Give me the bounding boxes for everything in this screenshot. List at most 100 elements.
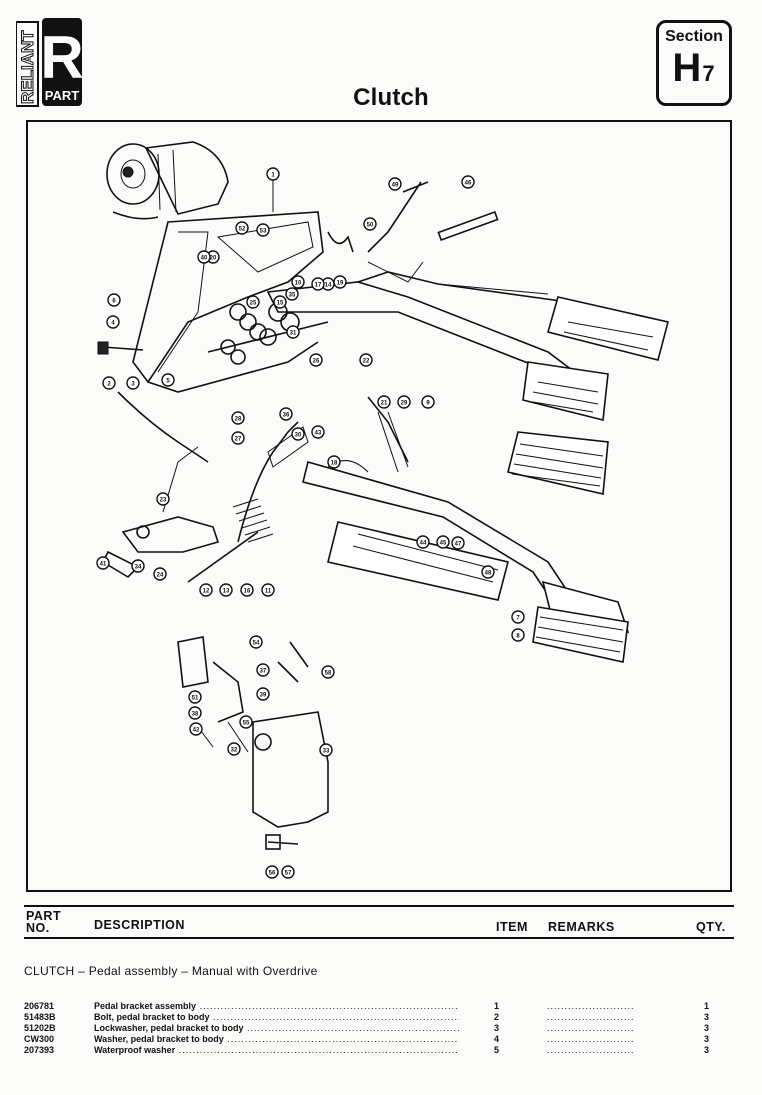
svg-text:56: 56: [269, 871, 276, 877]
part-description: Waterproof washer ......................…: [94, 1045, 459, 1055]
callout-9: 9: [421, 395, 435, 409]
callout-43: 43: [311, 425, 325, 439]
callout-44: 44: [416, 535, 430, 549]
callout-23: 23: [156, 492, 170, 506]
callout-22: 22: [359, 353, 373, 367]
svg-text:20: 20: [210, 256, 217, 262]
pedal-bracket: [132, 211, 324, 393]
svg-text:18: 18: [331, 461, 338, 467]
svg-text:27: 27: [235, 437, 242, 443]
part-description: Lockwasher, pedal bracket to body ......…: [94, 1023, 459, 1033]
parts-list: 206781 Pedal bracket assembly ..........…: [24, 1001, 734, 1056]
callout-26: 26: [309, 353, 323, 367]
header-description: DESCRIPTION: [94, 918, 185, 932]
callout-12: 12: [199, 583, 213, 597]
svg-text:37: 37: [260, 669, 267, 675]
callout-39: 39: [256, 687, 270, 701]
header-part-no: PART NO.: [26, 909, 62, 935]
svg-text:54: 54: [253, 641, 260, 647]
svg-text:5: 5: [166, 379, 170, 385]
callout-35: 35: [285, 287, 299, 301]
svg-text:1: 1: [271, 173, 275, 179]
callout-51: 51: [188, 690, 202, 704]
svg-text:23: 23: [160, 498, 167, 504]
svg-text:51: 51: [192, 696, 199, 702]
callout-16: 16: [240, 583, 254, 597]
callout-13: 13: [219, 583, 233, 597]
callout-1: 1: [266, 167, 280, 212]
part-number: 207393: [24, 1045, 55, 1055]
svg-text:43: 43: [315, 431, 322, 437]
quantity: 1: [704, 1001, 710, 1011]
callout-54: 54: [249, 635, 263, 649]
svg-text:29: 29: [401, 401, 408, 407]
svg-text:22: 22: [363, 359, 370, 365]
callout-29: 29: [397, 395, 411, 409]
section-letter: H: [672, 46, 703, 90]
svg-text:15: 15: [277, 301, 284, 307]
svg-text:52: 52: [239, 227, 246, 233]
table-row: 51483B Bolt, pedal bracket to body .....…: [24, 1012, 734, 1023]
remarks-leader: .........................: [547, 1001, 635, 1011]
svg-text:36: 36: [283, 413, 290, 419]
svg-text:7: 7: [516, 616, 520, 622]
svg-text:45: 45: [440, 541, 447, 547]
part-number: 51202B: [24, 1023, 56, 1033]
callout-53: 53: [256, 223, 270, 237]
svg-text:6: 6: [112, 299, 116, 305]
accelerator-pad: [547, 296, 669, 361]
svg-text:19: 19: [337, 281, 344, 287]
svg-text:39: 39: [260, 693, 267, 699]
callout-55: 55: [239, 715, 253, 729]
callout-5: 5: [161, 373, 175, 387]
svg-text:11: 11: [265, 589, 272, 595]
part-number: 206781: [24, 1001, 55, 1011]
svg-text:2: 2: [107, 382, 111, 388]
quantity: 3: [704, 1023, 710, 1033]
svg-text:38: 38: [192, 712, 199, 718]
bolt-pushrod: [367, 181, 429, 253]
callout-31: 31: [286, 325, 300, 339]
callout-27: 27: [231, 431, 245, 445]
callout-4: 4: [106, 315, 120, 329]
group-heading: CLUTCH – Pedal assembly – Manual with Ov…: [24, 964, 318, 978]
callout-58: 58: [321, 665, 335, 679]
svg-text:32: 32: [231, 748, 238, 754]
callout-47: 47: [451, 536, 465, 550]
callout-42: 42: [189, 722, 203, 736]
callout-24: 24: [153, 567, 167, 581]
svg-text:28: 28: [235, 417, 242, 423]
parts-table-header: PART NO. DESCRIPTION ITEM REMARKS QTY.: [24, 905, 734, 939]
callout-56: 56: [265, 865, 279, 879]
callout-38: 38: [188, 706, 202, 720]
callout-32: 32: [227, 742, 241, 756]
callout-49: 49: [388, 177, 402, 191]
svg-text:12: 12: [203, 589, 210, 595]
svg-text:8: 8: [516, 634, 520, 640]
section-code: H7: [659, 46, 729, 96]
spring-rod: [437, 210, 499, 242]
remarks-leader: .........................: [547, 1012, 635, 1022]
callout-57: 57: [281, 865, 295, 879]
svg-text:35: 35: [289, 293, 296, 299]
logo-sub-text: PART: [45, 88, 79, 103]
svg-text:30: 30: [295, 433, 302, 439]
svg-text:24: 24: [157, 573, 164, 579]
brake-pad: [522, 361, 609, 421]
callout-18: 18: [327, 455, 341, 469]
item-number: 5: [494, 1045, 500, 1055]
exploded-parts-diagram: 1 2 3 4 5 6 7 8 9 10 11 12 13 14 15 16 1…: [26, 120, 732, 892]
clutch-cable: [117, 391, 209, 463]
svg-text:16: 16: [244, 589, 251, 595]
callout-30: 30: [291, 427, 305, 441]
table-row: 51202B Lockwasher, pedal bracket to body…: [24, 1023, 734, 1034]
svg-text:48: 48: [485, 571, 492, 577]
svg-text:55: 55: [243, 721, 250, 727]
callout-21: 21: [377, 395, 391, 409]
master-cylinder: [106, 141, 229, 215]
callout-19: 19: [333, 275, 347, 289]
svg-text:4: 4: [111, 321, 115, 327]
callout-48: 48: [481, 565, 495, 579]
part-description: Washer, pedal bracket to body ..........…: [94, 1034, 459, 1044]
callout-20: 20: [206, 250, 220, 264]
